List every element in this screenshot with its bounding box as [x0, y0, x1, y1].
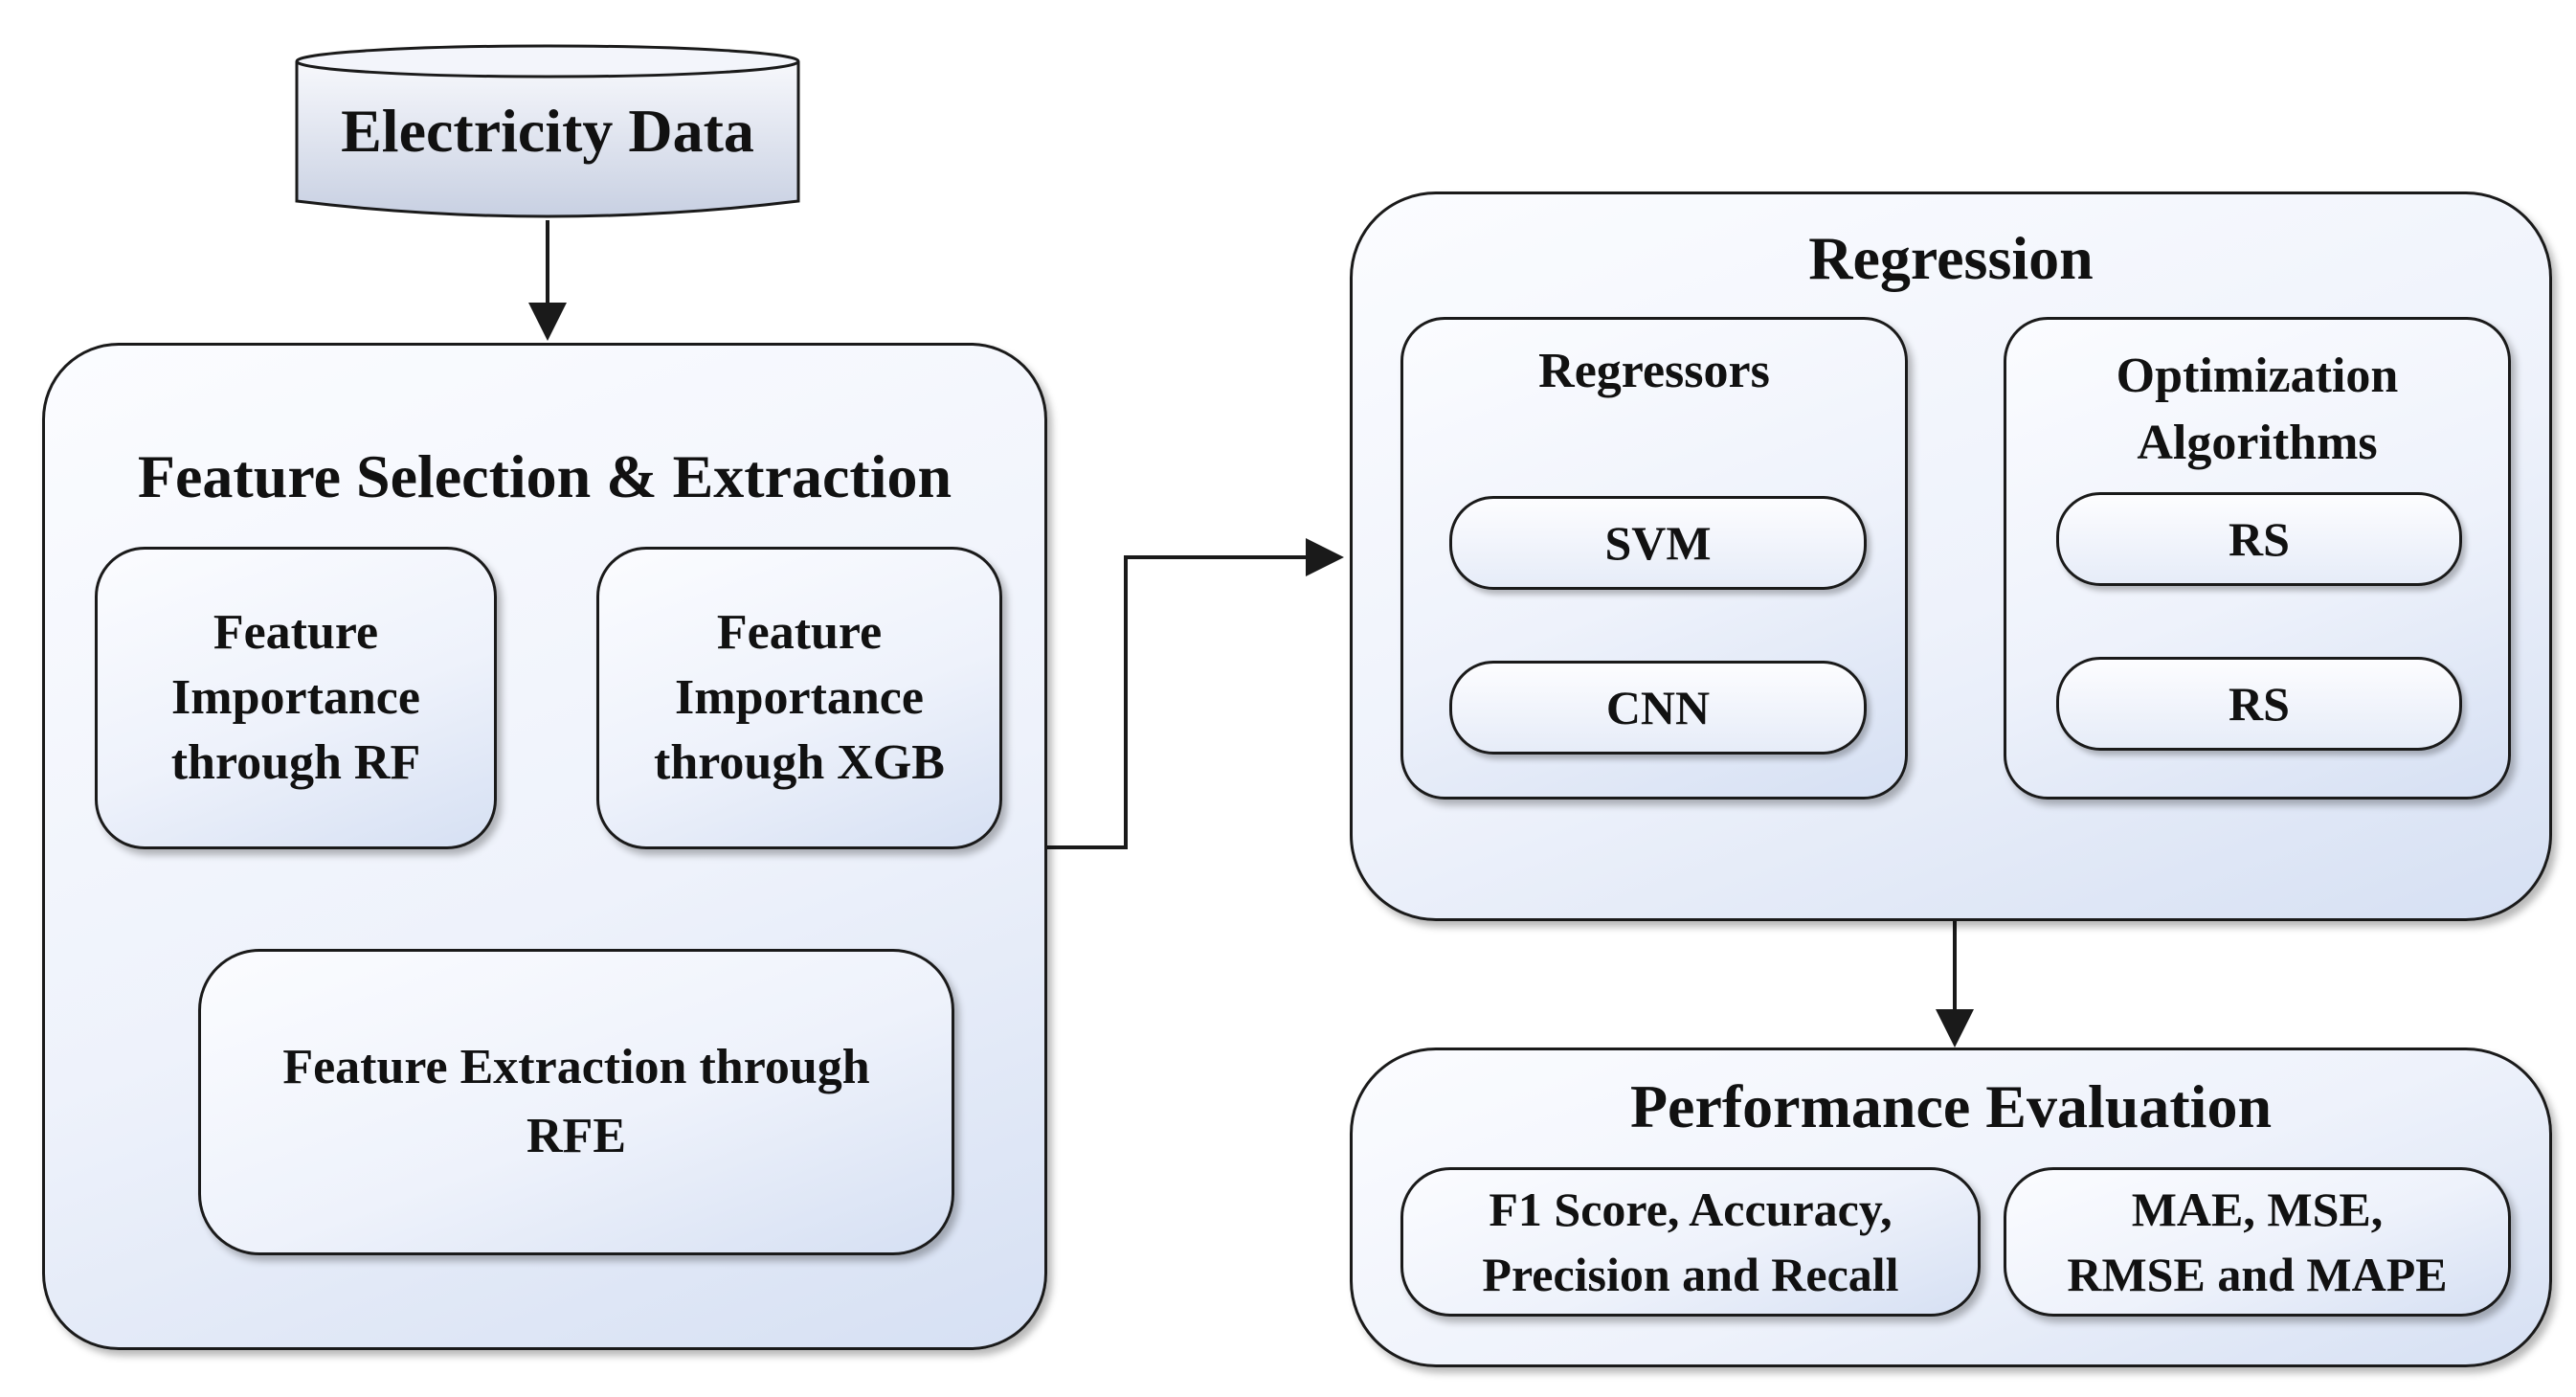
optimization-title-line-1: Optimization — [2116, 349, 2399, 403]
rf-line-1: Feature — [213, 605, 379, 660]
rfe-line-2: RFE — [526, 1109, 626, 1163]
rs-node-top: RS — [2056, 492, 2462, 586]
rfe-line-1: Feature Extraction through — [282, 1040, 870, 1094]
regression-metrics-line-1: MAE, MSE, — [2131, 1183, 2384, 1236]
regression-metrics-box: MAE, MSE, RMSE and MAPE — [2004, 1167, 2511, 1317]
feature-importance-xgb-box: Feature Importance through XGB — [596, 547, 1002, 849]
feature-selection-panel: Feature Selection & Extraction Feature I… — [42, 343, 1047, 1350]
optimization-algorithms-box: Optimization Algorithms RS RS — [2004, 317, 2511, 800]
classification-metrics-line-1: F1 Score, Accuracy, — [1489, 1183, 1893, 1236]
classification-metrics-line-2: Precision and Recall — [1482, 1248, 1899, 1301]
classification-metrics-box: F1 Score, Accuracy, Precision and Recall — [1400, 1167, 1981, 1317]
regressors-box: Regressors SVM CNN — [1400, 317, 1908, 800]
cnn-node: CNN — [1449, 661, 1867, 755]
performance-evaluation-panel: Performance Evaluation F1 Score, Accurac… — [1350, 1048, 2552, 1367]
optimization-title: Optimization Algorithms — [2006, 343, 2508, 477]
xgb-line-3: through XGB — [654, 735, 945, 790]
rf-line-2: Importance — [171, 670, 420, 725]
feature-selection-title: Feature Selection & Extraction — [137, 442, 952, 510]
xgb-line-2: Importance — [675, 670, 924, 725]
feature-extraction-rfe-box: Feature Extraction through RFE — [198, 949, 954, 1255]
optimization-title-line-2: Algorithms — [2137, 416, 2378, 470]
electricity-data-label: Electricity Data — [341, 97, 754, 165]
arrow-features-to-regression — [1045, 538, 1344, 849]
feature-importance-rf-box: Feature Importance through RF — [95, 547, 497, 849]
rf-line-3: through RF — [170, 735, 421, 790]
svm-node: SVM — [1449, 496, 1867, 590]
regression-metrics-line-2: RMSE and MAPE — [2067, 1248, 2448, 1301]
regression-panel: Regression Regressors SVM CNN Optimizati… — [1350, 192, 2552, 921]
regressors-title: Regressors — [1538, 344, 1770, 398]
electricity-data-cylinder: Electricity Data — [294, 44, 801, 220]
rs-node-bottom: RS — [2056, 657, 2462, 751]
regression-title: Regression — [1808, 224, 2094, 292]
performance-title: Performance Evaluation — [1629, 1072, 2273, 1140]
xgb-line-1: Feature — [716, 605, 883, 660]
